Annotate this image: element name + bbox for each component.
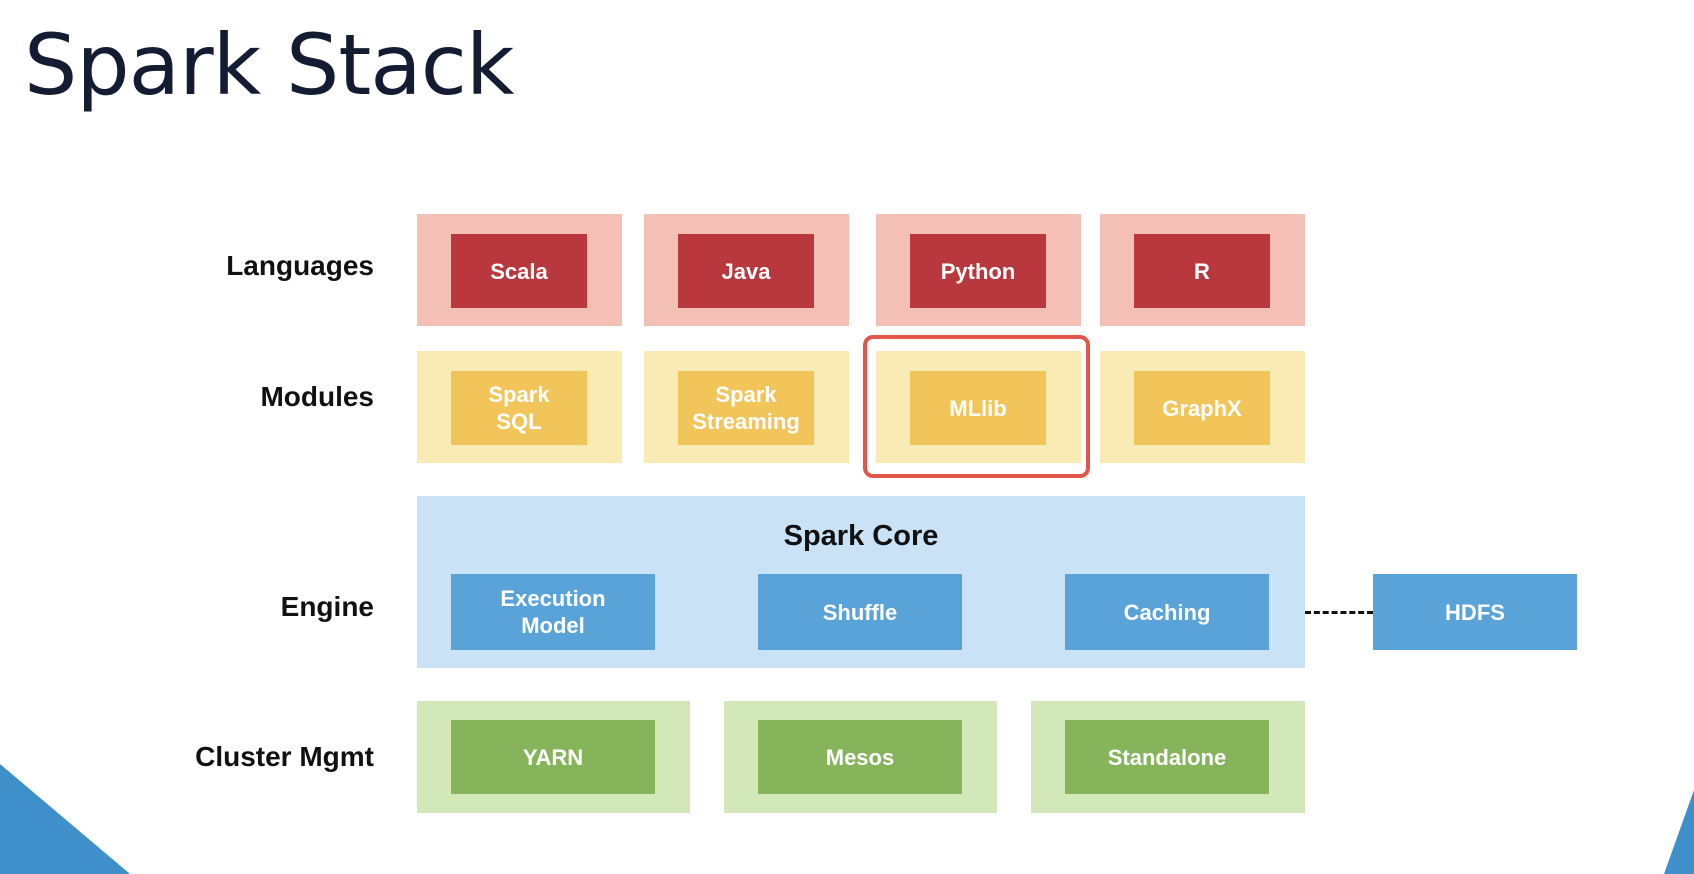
hdfs-connector-line <box>1305 611 1373 614</box>
language-cell-scala: Scala <box>417 214 622 326</box>
page-title: Spark Stack <box>24 16 515 114</box>
cluster-cell-mesos: Mesos <box>724 701 997 813</box>
module-cell-spark-streaming: Spark Streaming <box>644 351 849 463</box>
language-box-scala: Scala <box>451 234 587 308</box>
language-box-java: Java <box>678 234 814 308</box>
spark-core-title: Spark Core <box>783 520 939 552</box>
language-cell-python: Python <box>876 214 1081 326</box>
spark-core-box: Spark Core Execution Model Shuffle Cachi… <box>417 496 1305 668</box>
slide-corner-decoration-right <box>1664 790 1694 874</box>
language-cell-r: R <box>1100 214 1305 326</box>
cluster-box-standalone: Standalone <box>1065 720 1269 794</box>
module-cell-spark-sql: Spark SQL <box>417 351 622 463</box>
module-box-graphx: GraphX <box>1134 371 1270 445</box>
module-cell-graphx: GraphX <box>1100 351 1305 463</box>
language-cell-java: Java <box>644 214 849 326</box>
slide-corner-decoration-left <box>0 764 130 874</box>
row-label-modules: Modules <box>260 381 374 412</box>
cluster-box-mesos: Mesos <box>758 720 962 794</box>
cluster-cell-yarn: YARN <box>417 701 690 813</box>
cluster-box-yarn: YARN <box>451 720 655 794</box>
module-box-mllib: MLlib <box>910 371 1046 445</box>
cluster-cell-standalone: Standalone <box>1031 701 1305 813</box>
engine-box-caching: Caching <box>1065 574 1269 650</box>
module-box-spark-sql: Spark SQL <box>451 371 587 445</box>
row-label-engine: Engine <box>280 591 374 622</box>
row-label-languages: Languages <box>226 250 374 281</box>
engine-box-shuffle: Shuffle <box>758 574 962 650</box>
engine-box-execution-model: Execution Model <box>451 574 655 650</box>
module-cell-mllib: MLlib <box>876 351 1081 463</box>
language-box-r: R <box>1134 234 1270 308</box>
hdfs-box: HDFS <box>1373 574 1577 650</box>
module-box-spark-streaming: Spark Streaming <box>678 371 814 445</box>
row-label-cluster: Cluster Mgmt <box>195 741 374 772</box>
mllib-highlight-frame <box>863 335 1090 478</box>
language-box-python: Python <box>910 234 1046 308</box>
